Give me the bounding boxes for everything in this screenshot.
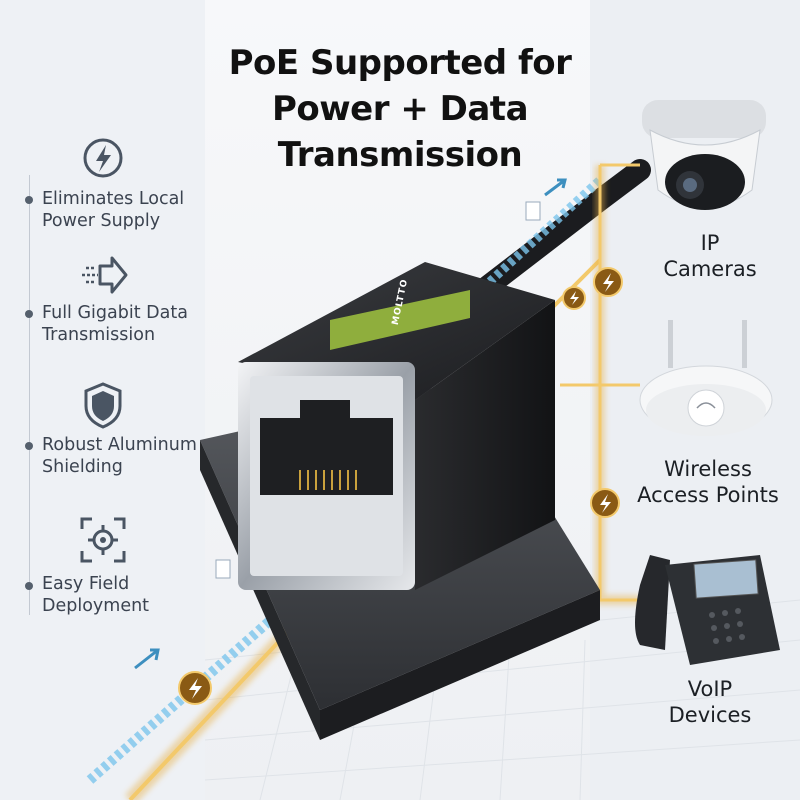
page-title: PoE Supported for Power + Data Transmiss…: [200, 40, 600, 178]
port-pins: [299, 470, 357, 490]
access-point-icon: [639, 320, 773, 436]
rj45-coupler: [238, 262, 555, 590]
voip-phone-icon: [635, 555, 780, 665]
title-line-1: PoE Supported for: [228, 43, 572, 83]
data-arrow-icon: [82, 256, 128, 294]
title-line-2: Power + Data: [271, 89, 529, 129]
title-line-3: Transmission: [277, 135, 523, 175]
target-icon: [80, 517, 126, 563]
features-divider: [29, 175, 30, 615]
bullet-dot: [25, 582, 33, 590]
bullet-dot: [25, 196, 33, 204]
rj45-port: [260, 400, 393, 495]
shield-icon: [84, 382, 122, 429]
data-file-icon: [215, 559, 231, 579]
lightning-icon: [83, 138, 123, 178]
bullet-dot: [25, 442, 33, 450]
data-file-icon: [525, 201, 541, 221]
brand-label: [330, 290, 470, 350]
bullet-dot: [25, 310, 33, 318]
power-badges: [178, 267, 623, 705]
ip-camera-icon: [642, 100, 766, 210]
